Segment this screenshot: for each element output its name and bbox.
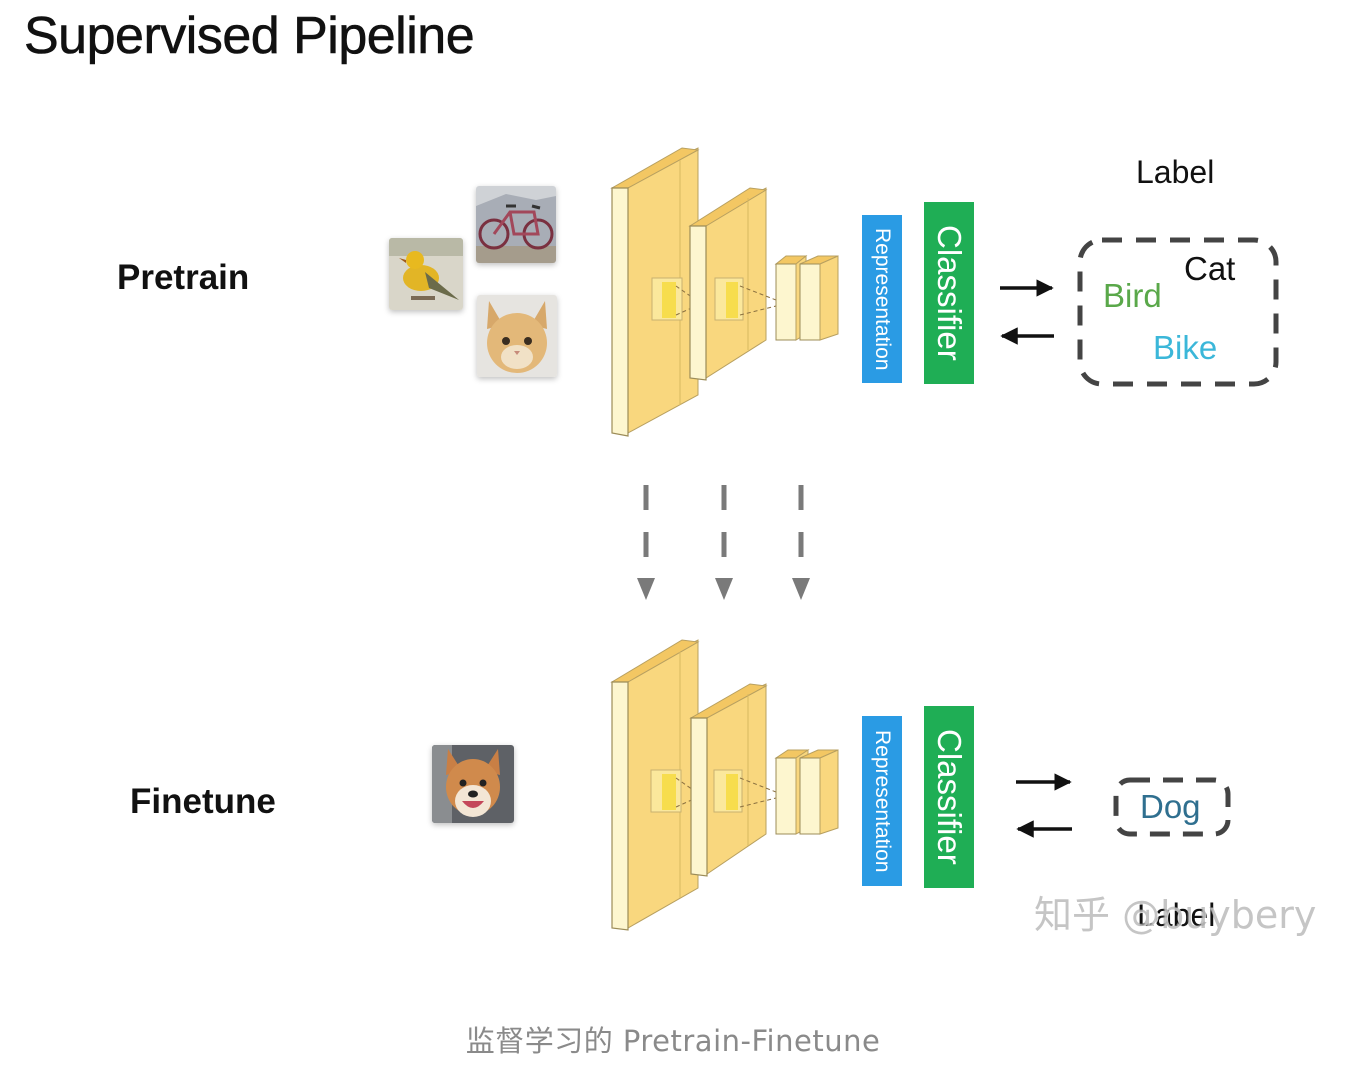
transfer-arrows <box>637 485 810 600</box>
figure-caption: 监督学习的 Pretrain-Finetune <box>465 1024 881 1058</box>
dog-image <box>432 745 514 823</box>
finetune-label-box <box>1113 777 1231 837</box>
finetune-label: Finetune <box>130 782 276 821</box>
label-header: Label <box>1136 154 1215 190</box>
dog-icon <box>432 745 514 823</box>
arrow-head-icon <box>637 578 655 600</box>
representation-label: Representation <box>871 729 894 873</box>
label-dog: Dog <box>1140 788 1201 825</box>
arrow-head-icon <box>715 578 733 600</box>
diagram-title: Supervised Pipeline <box>24 7 475 66</box>
fc-block-2 <box>799 255 839 341</box>
kernel-box-2 <box>713 769 777 813</box>
classifier-label: Classifier <box>931 729 968 865</box>
pretrain-label-box <box>1077 237 1279 387</box>
pretrain-cnn <box>610 147 839 437</box>
representation-block: Representation <box>862 716 902 886</box>
bird-image <box>389 238 463 310</box>
kernel-box-1 <box>650 769 697 813</box>
watermark: 知乎 @buybery <box>1034 893 1317 937</box>
classifier-block: Classifier <box>924 706 974 888</box>
representation-block: Representation <box>862 215 902 383</box>
label-bike: Bike <box>1153 329 1218 366</box>
fc-block-2 <box>799 749 839 835</box>
label-bird: Bird <box>1103 277 1162 314</box>
arrow-head-icon <box>792 578 810 600</box>
label-header: Label <box>1137 897 1216 933</box>
bike-image <box>476 186 556 263</box>
cat-image <box>477 295 557 377</box>
bird-icon <box>389 238 463 310</box>
cat-icon <box>477 295 557 377</box>
bike-icon <box>476 186 556 263</box>
classifier-block: Classifier <box>924 202 974 384</box>
transfer-arrow <box>792 485 810 600</box>
finetune-cnn <box>610 639 839 931</box>
transfer-arrow <box>637 485 655 600</box>
classifier-label: Classifier <box>931 225 968 361</box>
transfer-arrow <box>715 485 733 600</box>
label-cat: Cat <box>1184 250 1236 287</box>
kernel-box-2 <box>714 277 777 321</box>
kernel-box-1 <box>651 277 697 321</box>
pretrain-label: Pretrain <box>117 258 250 297</box>
representation-label: Representation <box>871 227 894 371</box>
